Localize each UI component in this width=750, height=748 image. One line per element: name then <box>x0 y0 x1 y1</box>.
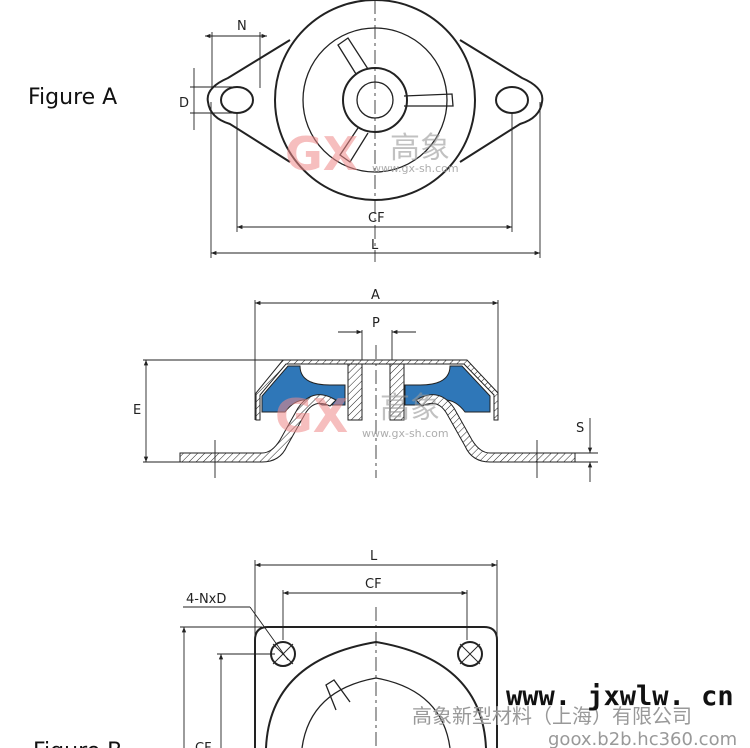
outer-cup-circle <box>274 0 476 201</box>
footer-watermark: 高象新型材料（上海）有限公司 www. jxwlw. cn goox.b2b.h… <box>412 681 737 748</box>
svg-text:goox.b2b.hc360.com: goox.b2b.hc360.com <box>548 729 737 748</box>
figure-b-top-view: L CF 4-NxD CF <box>180 549 498 748</box>
base-plate-right <box>415 394 576 463</box>
watermark-logo: GX 高象 www.gx-sh.com <box>285 127 459 181</box>
figure-b-title: Figure B <box>33 739 122 748</box>
label-n: N <box>237 19 247 34</box>
label-d: D <box>179 96 189 111</box>
holes-leader <box>249 606 289 661</box>
label-cf-vertical: CF <box>195 741 212 748</box>
spokes <box>337 37 454 163</box>
svg-text:www.gx-sh.com: www.gx-sh.com <box>362 427 449 440</box>
svg-text:GX: GX <box>285 127 358 181</box>
figure-a-top-view: N D CF L <box>179 0 544 262</box>
label-cf-b: CF <box>365 577 382 592</box>
svg-text:高象: 高象 <box>390 131 450 166</box>
hole-top-right <box>457 641 483 667</box>
label-l-b: L <box>370 549 378 564</box>
hub-circle <box>342 67 408 133</box>
svg-text:GX: GX <box>275 389 348 443</box>
inner-cup-circle <box>302 27 448 173</box>
cup-shell <box>255 359 499 421</box>
hub-bore <box>356 81 394 119</box>
label-holes: 4-NxD <box>186 592 226 607</box>
mount-hole-right <box>495 86 529 114</box>
mount-hole-left <box>220 86 254 114</box>
watermark-logo-2: GX 高象 www.gx-sh.com <box>275 389 449 443</box>
hub-right <box>389 363 405 421</box>
figure-a-title: Figure A <box>28 85 117 110</box>
cup-circle-b <box>265 640 487 748</box>
label-s: S <box>576 421 584 436</box>
label-e: E <box>133 403 141 418</box>
label-a: A <box>371 288 380 303</box>
label-l: L <box>371 238 379 253</box>
base-plate-left <box>179 394 337 463</box>
square-plate <box>254 626 498 748</box>
label-cf: CF <box>368 211 385 226</box>
side-section-view: A P E S <box>133 288 598 482</box>
svg-text:高象: 高象 <box>380 391 440 426</box>
svg-text:www.gx-sh.com: www.gx-sh.com <box>372 162 459 175</box>
flange-outline <box>206 39 544 163</box>
svg-text:高象新型材料（上海）有限公司: 高象新型材料（上海）有限公司 <box>412 704 692 728</box>
hub-left <box>347 363 363 421</box>
svg-text:www. jxwlw. cn: www. jxwlw. cn <box>506 681 734 712</box>
label-p: P <box>372 316 380 331</box>
